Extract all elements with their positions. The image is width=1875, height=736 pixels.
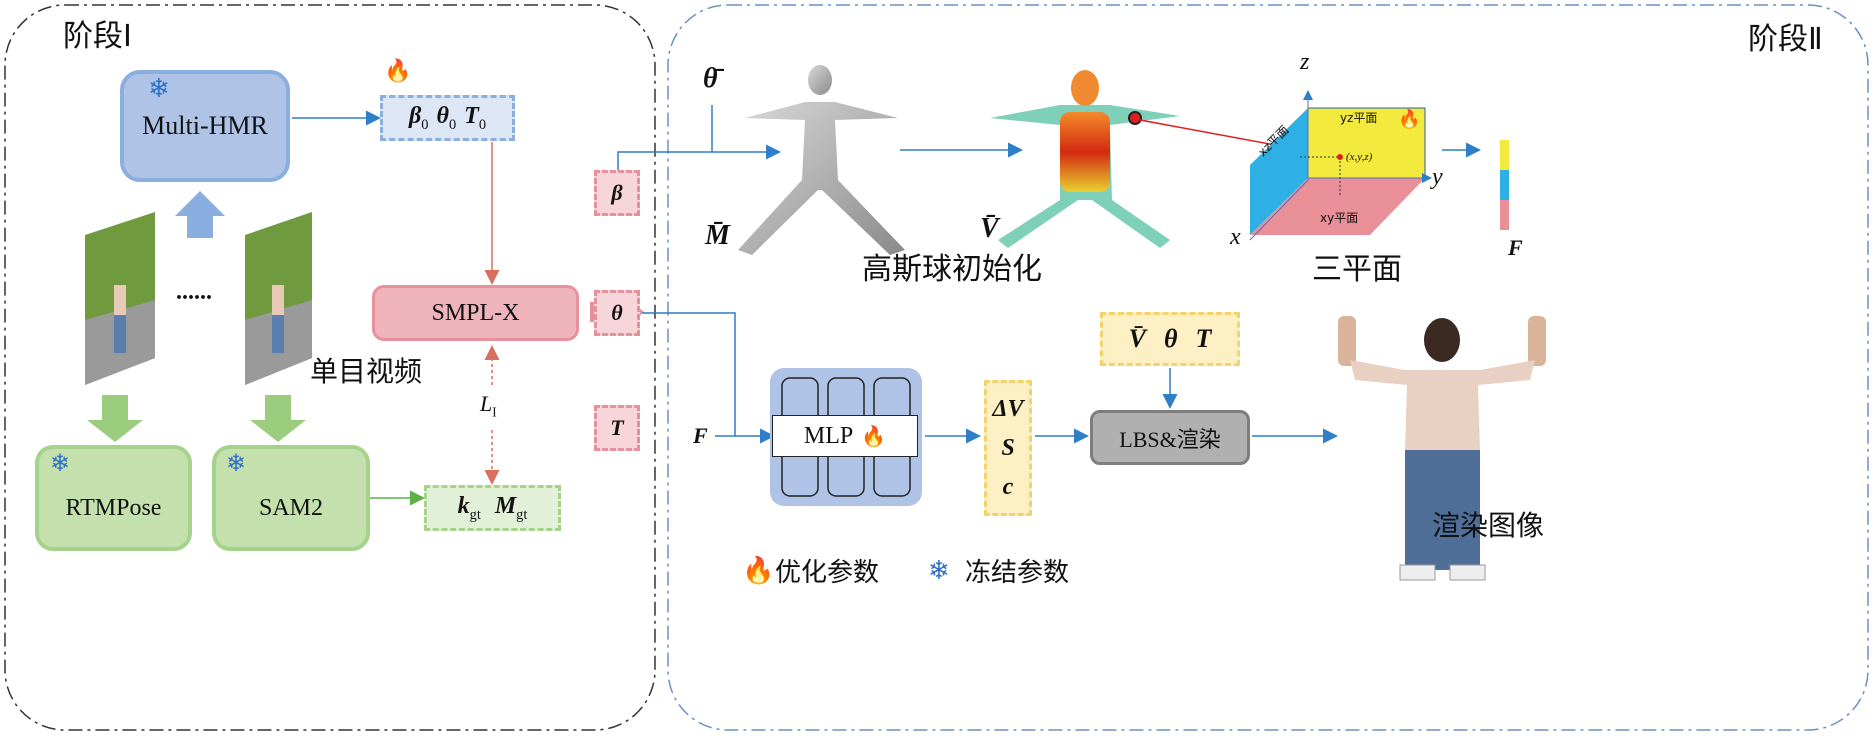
legend-optimized: 优化参数 <box>775 558 880 588</box>
mlp-label-box: MLP 🔥 <box>772 415 918 457</box>
color-c: c <box>1002 473 1014 500</box>
legend-frozen: 冻结参数 <box>965 558 1070 588</box>
rtmpose-label: RTMPose <box>65 494 162 521</box>
lbs-render-block: LBS&渲染 <box>1090 410 1250 465</box>
initial-params-box: β0 θ0 T0 <box>380 95 515 141</box>
gaussian-heat-figure <box>990 70 1341 248</box>
axis-x: x <box>1230 224 1241 250</box>
gaussian-init-label: 高斯球初始化 <box>862 252 1042 287</box>
fire-icon: 🔥 <box>384 58 412 83</box>
stage1-panel <box>4 4 656 731</box>
axis-y: y <box>1432 164 1443 190</box>
beta-param-box: β <box>594 170 640 216</box>
stage2-panel <box>667 4 1869 731</box>
video-frame-2 <box>245 212 312 385</box>
stage1-title: 阶段Ⅰ <box>63 19 132 54</box>
rendered-image-label: 渲染图像 <box>1432 509 1545 542</box>
lbs-inputs-box: V̄ θ T <box>1100 312 1240 366</box>
theta0: θ0 <box>436 102 457 133</box>
snowflake-icon: ❄ <box>50 451 71 477</box>
sam2-label: SAM2 <box>258 494 324 521</box>
beta0: β0 <box>408 102 429 133</box>
F-input-label: F <box>693 423 708 448</box>
theta-param-box: θ <box>594 290 640 336</box>
k-gt: kgt <box>457 492 481 523</box>
M-bar-label: M̄ <box>705 220 730 251</box>
lbs-label: LBS&渲染 <box>1119 426 1221 452</box>
smplx-mesh-figure <box>738 65 905 255</box>
fire-icon: 🔥 <box>861 425 887 448</box>
snowflake-icon: ❄ <box>928 556 950 585</box>
video-ellipsis: ...... <box>176 279 212 305</box>
xy-plane-label: xy平面 <box>1320 211 1359 225</box>
video-frame-1 <box>85 212 155 385</box>
arrow-theta-to-mlp <box>642 312 775 444</box>
yz-plane-label: yz平面 <box>1340 111 1378 125</box>
delta-V: ΔV <box>992 395 1024 422</box>
triplane-figure <box>1249 90 1432 241</box>
smplx-block: SMPL-X <box>372 285 579 341</box>
fire-icon: 🔥 <box>742 556 775 585</box>
sam2-block: SAM2 <box>212 445 370 551</box>
triplane-label: 三平面 <box>1312 252 1402 287</box>
mlp-label: MLP <box>803 422 854 449</box>
fire-icon: 🔥 <box>1398 109 1421 129</box>
arrow-video-to-hmr <box>175 191 225 238</box>
rendered-person-image <box>1338 316 1546 581</box>
multi-hmr-label: Multi-HMR <box>142 111 268 140</box>
T0: T0 <box>464 102 487 133</box>
smplx-label: SMPL-X <box>431 299 520 326</box>
ground-truth-box: kgt Mgt <box>424 485 561 531</box>
stage2-title: 阶段Ⅱ <box>1748 22 1823 57</box>
theta-bar-label: θ̄ <box>703 63 718 94</box>
video-label: 单目视频 <box>310 355 423 388</box>
snowflake-icon: ❄ <box>226 451 247 477</box>
scale-S: S <box>1001 434 1015 461</box>
snowflake-icon: ❄ <box>148 74 170 103</box>
arrow-video-to-sam2 <box>250 395 306 442</box>
V-bar-label: V̄ <box>980 213 999 244</box>
point-label: (x,y,z) <box>1346 151 1373 163</box>
feature-bar <box>1500 140 1509 230</box>
axis-z: z <box>1300 49 1310 75</box>
rtmpose-block: RTMPose <box>35 445 192 551</box>
M-gt: Mgt <box>494 492 528 523</box>
mlp-outputs-box: ΔV S c <box>984 380 1032 516</box>
arrow-video-to-rtmpose <box>87 395 143 442</box>
T-param-box: T <box>594 405 640 451</box>
F-label: F <box>1508 235 1523 260</box>
multi-hmr-block: Multi-HMR <box>120 70 290 182</box>
arrow-beta-to-mesh <box>617 144 781 170</box>
loss-label: LI <box>480 391 497 420</box>
